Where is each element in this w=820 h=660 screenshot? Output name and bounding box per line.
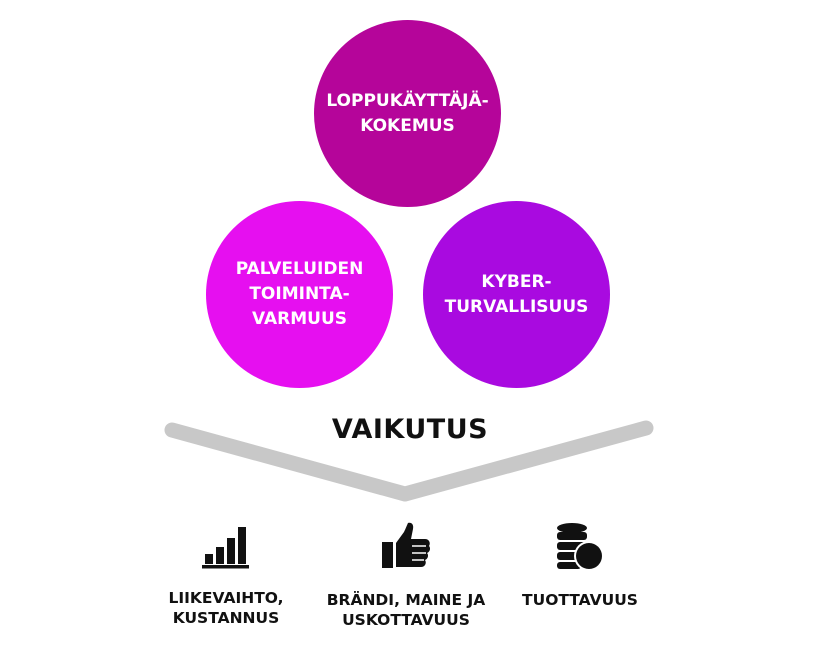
outcome-label: BRÄNDI, MAINE JA USKOTTAVUUS bbox=[326, 591, 486, 629]
circle-label: PALVELUIDEN TOIMINTA- VARMUUS bbox=[235, 259, 364, 329]
outcome-label: TUOTTAVUUS bbox=[522, 591, 638, 609]
circle-palveluiden-toimintavarmuus: PALVELUIDEN TOIMINTA- VARMUUS bbox=[206, 201, 393, 388]
circle-label: KYBER- TURVALLISUUS bbox=[444, 271, 589, 317]
outcome-brandi: BRÄNDI, MAINE JA USKOTTAVUUS bbox=[306, 520, 506, 630]
coin-stack-icon bbox=[557, 523, 604, 571]
thumbs-up-icon bbox=[382, 522, 431, 568]
circle-kyberturvallisuus: KYBER- TURVALLISUUS bbox=[423, 201, 610, 388]
impact-title: VAIKUTUS bbox=[331, 414, 489, 445]
outcome-label: LIIKEVAIHTO, KUSTANNUS bbox=[168, 589, 284, 627]
outcome-tuottavuus: TUOTTAVUUS bbox=[480, 520, 680, 610]
bar-chart-icon bbox=[202, 527, 249, 569]
outcome-liikevaihto: LIIKEVAIHTO, KUSTANNUS bbox=[126, 520, 326, 628]
circle-loppukayttajakokemus: LOPPUKÄYTTÄJÄ- KOKEMUS bbox=[314, 20, 501, 207]
circle-label: LOPPUKÄYTTÄJÄ- KOKEMUS bbox=[326, 90, 489, 136]
